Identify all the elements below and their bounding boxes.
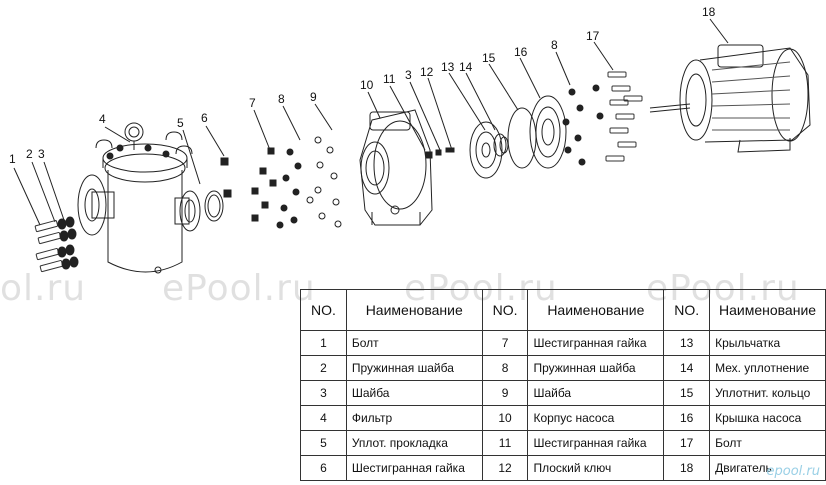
part-no: 6 [300,455,347,481]
callout-8b: 8 [551,38,558,52]
callout-5: 5 [177,116,184,130]
callout-11: 11 [383,72,396,86]
part-no: 14 [663,355,711,381]
callout-1: 1 [9,152,16,166]
part-name: Шестигранная гайка [345,455,483,481]
part-no: 2 [300,355,347,381]
part-no: 7 [481,330,529,356]
epool-logo: epool.ru [766,464,821,479]
table-row: 2 Пружинная шайба 8 Пружинная шайба 14 М… [300,355,826,381]
parts-table: NO. Наименование NO. Наименование NO. На… [300,289,826,481]
table-header-row: NO. Наименование NO. Наименование NO. На… [300,289,826,331]
watermark-2: ePool.ru [162,268,316,309]
header-name: Наименование [527,289,665,331]
part-name: Шайба [345,380,483,406]
callout-4: 4 [99,112,106,126]
part-no: 12 [481,455,529,481]
part-name: Корпус насоса [527,405,665,431]
part-no: 3 [300,380,347,406]
callout-3b: 3 [405,68,412,82]
watermark-1: ol.ru [0,268,87,309]
header-no: NO. [481,289,529,331]
part-name: Пружинная шайба [527,355,665,381]
header-name: Наименование [709,289,826,331]
part-name: Плоский ключ [527,455,665,481]
part-no: 10 [481,405,529,431]
callout-9: 9 [310,90,317,104]
part-name: Фильтр [345,405,483,431]
part-no: 9 [481,380,529,406]
part-name: Крыльчатка [709,330,826,356]
callout-17: 17 [586,29,600,43]
part-name: Болт [709,430,826,456]
part-no: 4 [300,405,347,431]
part-no: 18 [663,455,711,481]
callout-13: 13 [441,60,455,74]
callout-18: 18 [702,5,716,19]
part-name: Уплот. прокладка [345,430,483,456]
part-name: Болт [345,330,483,356]
part-name: Шестигранная гайка [527,430,665,456]
part-no: 13 [663,330,711,356]
callout-16: 16 [514,45,528,59]
table-row: 3 Шайба 9 Шайба 15 Уплотнит. кольцо [300,380,826,406]
part-name: Шайба [527,380,665,406]
part-name: Шестигранная гайка [527,330,665,356]
part-name: Крышка насоса [709,405,826,431]
part-name: Двигатель [709,455,826,481]
callout-2: 2 [26,147,33,161]
part-name: Мех. уплотнение [709,355,826,381]
header-name: Наименование [345,289,483,331]
part-no: 8 [481,355,529,381]
header-no: NO. [300,289,347,331]
part-name: Уплотнит. кольцо [709,380,826,406]
callout-3: 3 [38,147,45,161]
callout-12: 12 [420,65,434,79]
callout-10: 10 [360,78,374,92]
table-row: 6 Шестигранная гайка 12 Плоский ключ 18 … [300,455,826,481]
callout-14: 14 [459,60,473,74]
table-row: 1 Болт 7 Шестигранная гайка 13 Крыльчатк… [300,330,826,356]
header-no: NO. [663,289,711,331]
callout-15: 15 [482,51,496,65]
part-name: Пружинная шайба [345,355,483,381]
part-no: 1 [300,330,347,356]
callout-6: 6 [201,111,208,125]
table-row: 4 Фильтр 10 Корпус насоса 16 Крышка насо… [300,405,826,431]
part-no: 5 [300,430,347,456]
part-no: 15 [663,380,711,406]
callout-8: 8 [278,92,285,106]
part-no: 11 [481,430,529,456]
callout-7: 7 [249,96,256,110]
part-no: 16 [663,405,711,431]
part-no: 17 [663,430,711,456]
table-row: 5 Уплот. прокладка 11 Шестигранная гайка… [300,430,826,456]
